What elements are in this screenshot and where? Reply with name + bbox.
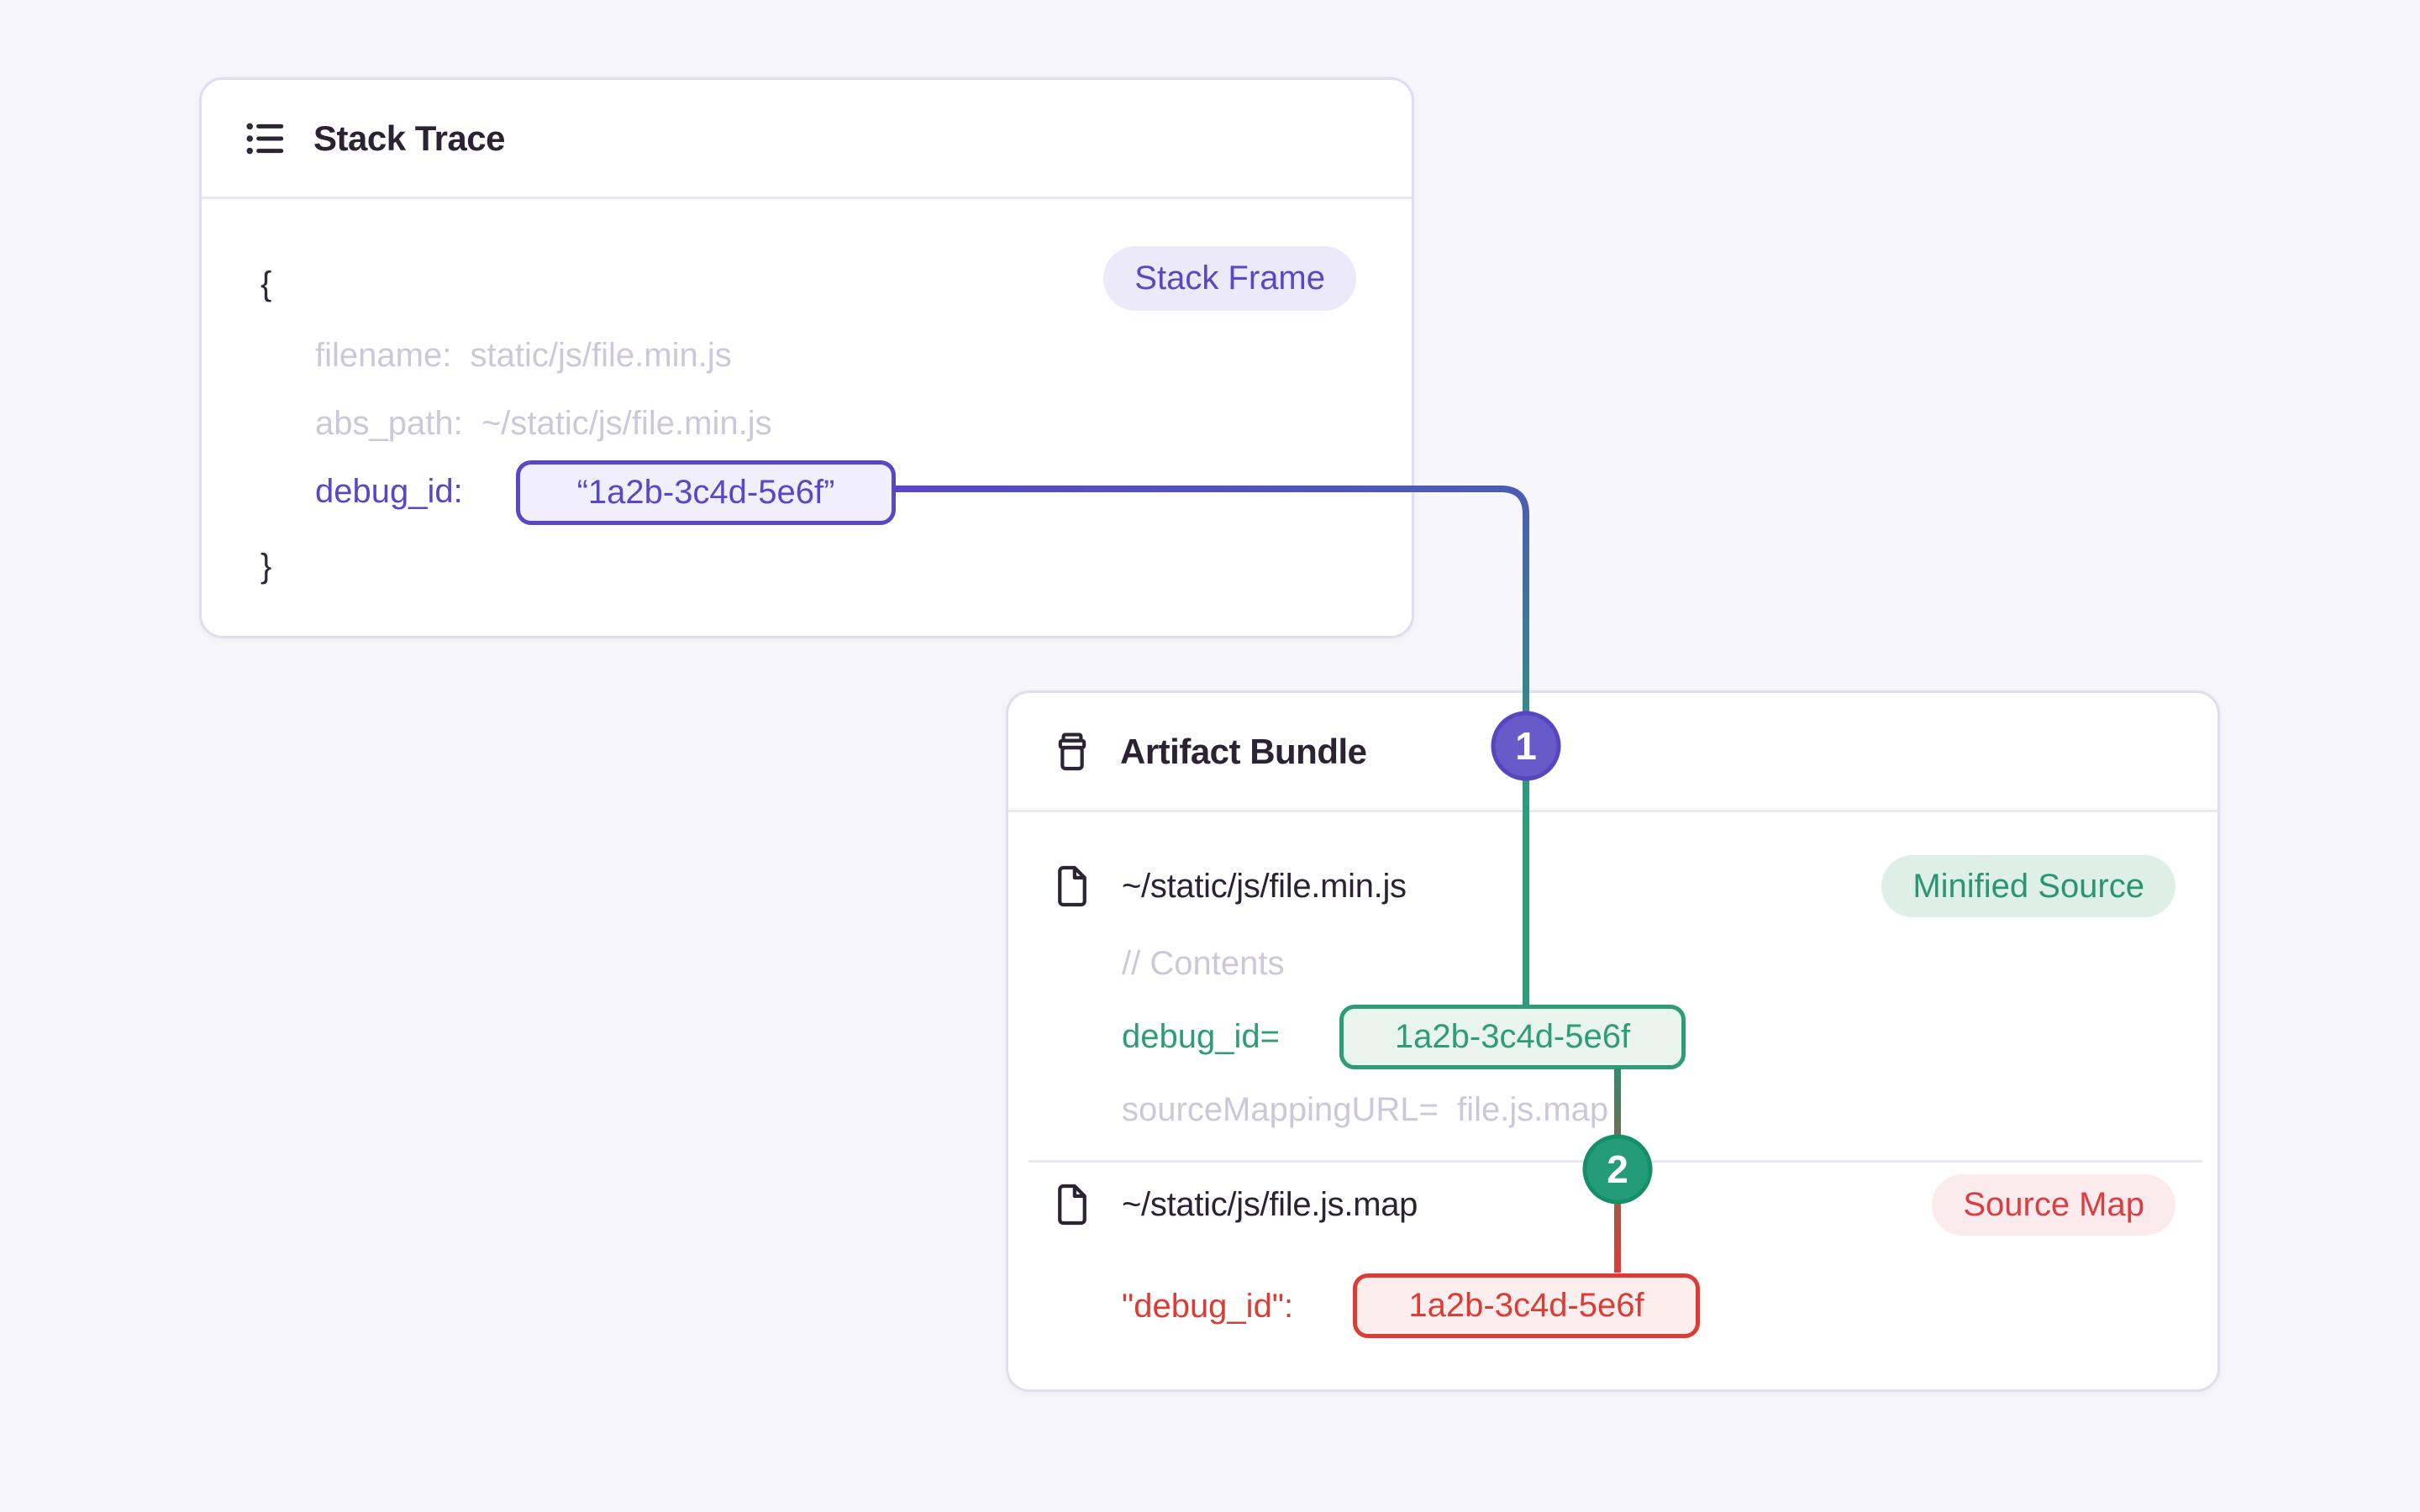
artifact-bundle-header: Artifact Bundle [1008, 693, 2217, 812]
stack-frame-open-brace: { [260, 265, 272, 302]
list-icon [245, 118, 287, 160]
artifact-bundle-card: Artifact Bundle ~/static/js/file.min.js … [1006, 690, 2220, 1392]
minified-source-path: ~/static/js/file.min.js [1122, 868, 1407, 905]
sourcemap-debug-id-value-box: 1a2b-3c4d-5e6f [1353, 1273, 1700, 1338]
minified-debug-id-value-box: 1a2b-3c4d-5e6f [1339, 1005, 1686, 1069]
stack-trace-card: Stack Trace Stack Frame { filename: stat… [199, 77, 1414, 638]
contents-comment: // Contents [1122, 945, 1285, 982]
source-map-path: ~/static/js/file.js.map [1122, 1186, 1418, 1223]
artifact-bundle-title: Artifact Bundle [1120, 731, 1367, 771]
file-icon [1053, 864, 1092, 909]
row-divider [1028, 1160, 2202, 1163]
stack-frame-debug-id-value-box: “1a2b-3c4d-5e6f” [516, 460, 896, 525]
stack-frame-badge: Stack Frame [1103, 246, 1356, 311]
file-icon [1053, 1182, 1092, 1227]
sourcemap-debug-id-label: "debug_id": [1122, 1288, 1294, 1325]
source-map-badge: Source Map [1932, 1174, 2175, 1236]
stack-frame-debug-id-label: debug_id: [315, 473, 463, 510]
source-mapping-url-line: sourceMappingURL= file.js.map [1122, 1091, 1609, 1128]
minified-debug-id-label: debug_id= [1122, 1018, 1280, 1055]
stack-frame-close-brace: } [260, 548, 272, 585]
stack-trace-title: Stack Trace [313, 118, 506, 158]
minified-source-badge: Minified Source [1881, 855, 2175, 917]
stack-frame-filename-line: filename: static/js/file.min.js [315, 337, 732, 374]
stack-trace-header: Stack Trace [202, 80, 1412, 199]
archive-box-icon [1051, 731, 1093, 773]
stack-frame-abs-path-line: abs_path: ~/static/js/file.min.js [315, 405, 772, 442]
